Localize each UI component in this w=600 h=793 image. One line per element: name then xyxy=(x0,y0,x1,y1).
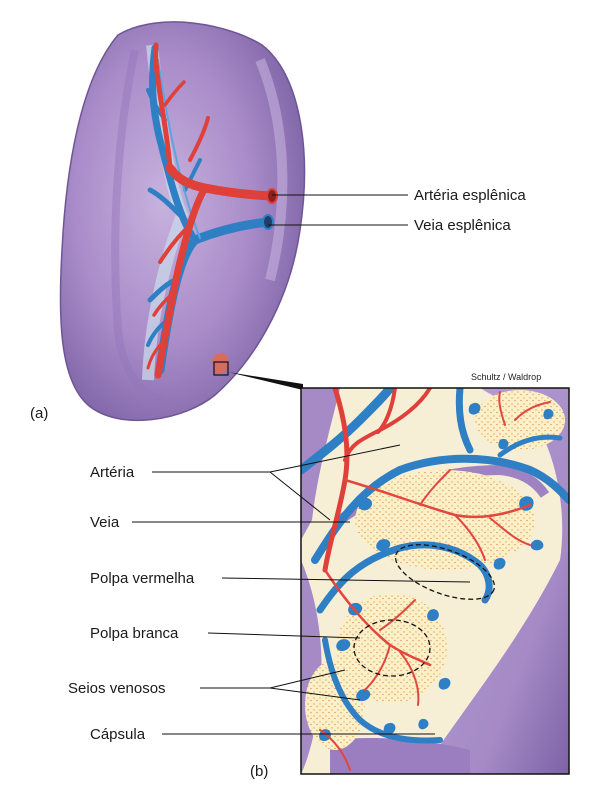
magnified-panel xyxy=(300,387,570,775)
label-arteria: Artéria xyxy=(90,464,135,481)
label-panel-a: (a) xyxy=(30,405,48,422)
region-marker xyxy=(212,352,303,390)
label-arteria-esplenica: Artéria esplênica xyxy=(414,187,526,204)
label-polpa-branca: Polpa branca xyxy=(90,625,179,642)
label-panel-b: (b) xyxy=(250,763,268,780)
illustrator-credit: Schultz / Waldrop xyxy=(471,372,541,382)
hilum-vessels xyxy=(146,42,278,379)
label-veia: Veia xyxy=(90,514,120,531)
leader-lines xyxy=(132,194,471,735)
label-seios-venosos: Seios venosos xyxy=(68,680,166,697)
label-capsula: Cápsula xyxy=(90,726,146,743)
label-veia-esplenica: Veia esplênica xyxy=(414,217,511,234)
label-polpa-vermelha: Polpa vermelha xyxy=(90,570,195,587)
